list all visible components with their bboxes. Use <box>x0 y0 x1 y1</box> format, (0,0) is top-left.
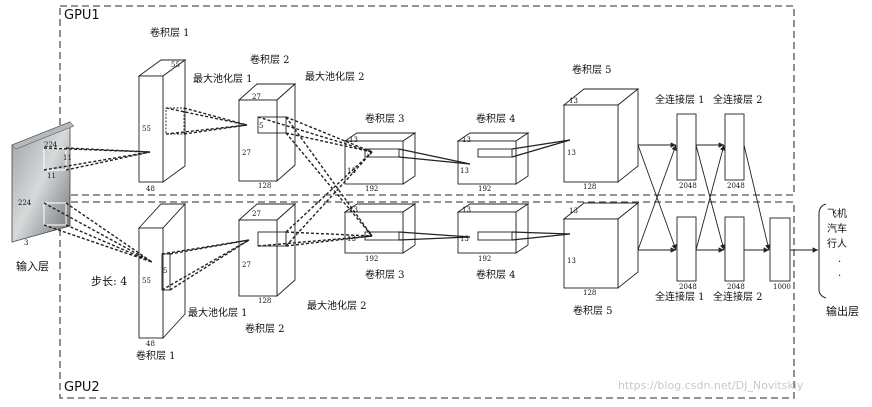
input-image <box>11 121 75 243</box>
solid-connections <box>398 139 571 241</box>
top-conv5-block <box>562 88 640 183</box>
output-fc-block <box>769 217 791 282</box>
bottom-conv3-3: 3 <box>367 231 372 239</box>
top-conv3-13-b: 13 <box>347 167 356 175</box>
bottom-fc1-block <box>676 216 697 282</box>
output-bracket <box>818 203 827 299</box>
top-conv2-depth: 128 <box>258 182 272 190</box>
input-size-224-left: 224 <box>18 199 32 207</box>
top-conv1-55-a: 55 <box>171 61 180 69</box>
bottom-pool1-label: 最大池化层 1 <box>188 308 248 319</box>
bottom-fc1-size: 2048 <box>679 283 697 291</box>
gpu2-label: GPU2 <box>64 380 100 395</box>
top-pool1-label: 最大池化层 1 <box>193 74 253 85</box>
input-channels: 3 <box>24 239 29 247</box>
top-conv2-27-b: 27 <box>242 149 251 157</box>
input-size-11-b: 11 <box>47 172 56 180</box>
input-size-224-top: 224 <box>44 141 58 149</box>
top-conv4-13-a: 13 <box>462 136 471 144</box>
top-pool2-label: 最大池化层 2 <box>305 72 365 83</box>
bottom-conv3-depth: 192 <box>365 255 379 263</box>
gpu1-region <box>59 5 795 196</box>
bottom-conv1-5: 5 <box>163 267 168 275</box>
bottom-conv2-label: 卷积层 2 <box>245 324 285 335</box>
bottom-conv3-13-b: 13 <box>347 235 356 243</box>
bottom-fc2-block <box>724 216 745 282</box>
top-conv2-27-a: 27 <box>252 93 261 101</box>
top-conv4-block <box>456 132 530 185</box>
bottom-conv4-block <box>456 203 530 254</box>
top-conv4-label: 卷积层 4 <box>476 114 516 125</box>
output-fc-size: 1000 <box>773 283 791 291</box>
bottom-conv5-label: 卷积层 5 <box>573 306 613 317</box>
top-fc2-size: 2048 <box>727 182 745 190</box>
bottom-conv4-13-b: 13 <box>460 235 469 243</box>
bottom-conv5-13-b: 13 <box>567 257 576 265</box>
bottom-conv1-label: 卷积层 1 <box>136 351 176 362</box>
top-conv3-3: 3 <box>367 149 372 157</box>
output-class-pedestrian: 行人 <box>827 239 847 250</box>
top-fc1-block <box>676 113 697 181</box>
bottom-conv1-55: 55 <box>142 277 151 285</box>
top-conv2-block <box>237 82 297 183</box>
output-layer-label: 输出层 <box>826 305 859 318</box>
top-conv4-13-b: 13 <box>460 167 469 175</box>
dashed-connections <box>43 107 373 291</box>
gpu2-region <box>59 201 795 399</box>
top-conv3-label: 卷积层 3 <box>365 114 405 125</box>
bottom-conv4-depth: 192 <box>478 255 492 263</box>
watermark: https://blog.csdn.net/DJ_Novitskiy <box>618 379 804 392</box>
top-fc2-label: 全连接层 2 <box>713 95 763 106</box>
bottom-fc2-label: 全连接层 2 <box>713 292 763 303</box>
top-conv2-label: 卷积层 2 <box>250 55 290 66</box>
bottom-conv2-depth: 128 <box>258 297 272 305</box>
bottom-conv5-13-a: 13 <box>569 207 578 215</box>
top-conv1-55-b: 55 <box>142 125 151 133</box>
top-conv5-label: 卷积层 5 <box>572 65 612 76</box>
top-fc1-size: 2048 <box>679 182 697 190</box>
top-conv1-label: 卷积层 1 <box>150 28 190 39</box>
output-class-ellipsis-1: · <box>838 257 842 268</box>
bottom-conv4-label: 卷积层 4 <box>476 270 516 281</box>
top-conv1-depth: 48 <box>146 185 155 193</box>
bottom-conv3-13-a: 13 <box>349 206 358 214</box>
input-size-11-a: 11 <box>63 154 72 162</box>
top-fc2-block <box>724 113 745 181</box>
input-layer-label: 输入层 <box>16 260 49 273</box>
bottom-fc1-label: 全连接层 1 <box>655 292 705 303</box>
bottom-conv2-block <box>237 202 297 298</box>
top-conv4-depth: 192 <box>478 185 492 193</box>
bottom-conv1-depth: 48 <box>146 340 155 348</box>
output-class-ellipsis-2: · <box>838 271 842 282</box>
top-conv5-13-b: 13 <box>567 149 576 157</box>
output-class-airplane: 飞机 <box>827 209 847 220</box>
gpu1-label: GPU1 <box>64 8 100 23</box>
top-conv1-block <box>137 59 187 183</box>
bottom-conv2-27-a: 27 <box>252 210 261 218</box>
bottom-pool2-label: 最大池化层 2 <box>307 301 367 312</box>
bottom-conv3-block <box>343 203 417 254</box>
top-conv3-depth: 192 <box>365 185 379 193</box>
top-conv3-13-a: 13 <box>349 136 358 144</box>
output-class-car: 汽车 <box>827 224 847 235</box>
top-conv5-13-a: 13 <box>569 97 578 105</box>
top-conv2-5: 5 <box>259 122 264 130</box>
top-conv5-depth: 128 <box>583 183 597 191</box>
top-fc1-label: 全连接层 1 <box>655 95 705 106</box>
bottom-fc2-size: 2048 <box>727 283 745 291</box>
bottom-conv2-27-b: 27 <box>242 261 251 269</box>
bottom-conv1-block <box>137 202 187 340</box>
bottom-conv4-13-a: 13 <box>462 206 471 214</box>
fc-arrows <box>637 142 818 253</box>
bottom-conv3-label: 卷积层 3 <box>365 270 405 281</box>
bottom-conv5-block <box>562 202 640 289</box>
stride-label: 步长: 4 <box>91 275 128 288</box>
bottom-conv5-depth: 128 <box>583 289 597 297</box>
